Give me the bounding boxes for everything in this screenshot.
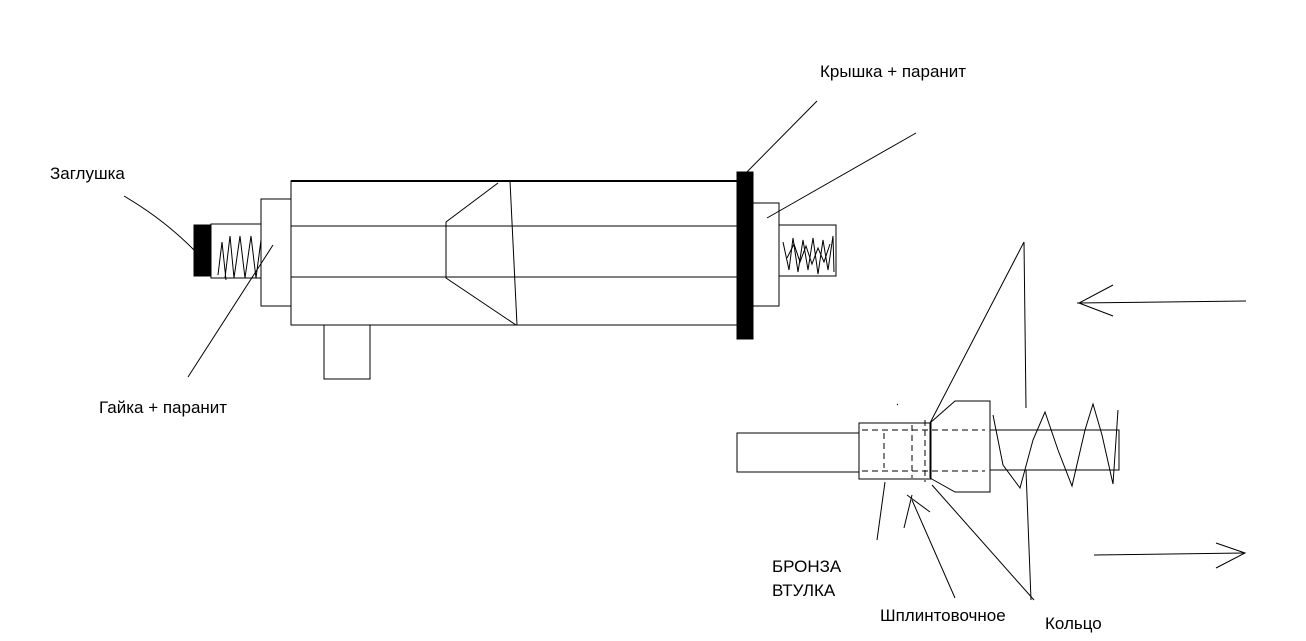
main-cylinder [290, 180, 740, 326]
label-cotter: Шплинтовочное [880, 606, 1006, 625]
leader-lines-main [123, 100, 917, 378]
label-plug: Заглушка [50, 164, 125, 183]
cover-gasket [736, 171, 754, 340]
leader-lines-detail [876, 241, 1035, 601]
label-bushing: ВТУЛКА [772, 581, 836, 600]
plug-cap [193, 224, 212, 277]
label-nut-paronite: Гайка + паранит [99, 398, 227, 417]
right-threaded-end [778, 224, 837, 277]
label-bronze: БРОНЗА [772, 557, 842, 576]
left-threaded-end [210, 223, 262, 281]
detail-shaft [736, 400, 1120, 493]
arrow-left-icon [1076, 284, 1247, 317]
left-nut [260, 198, 292, 307]
bottom-port [323, 324, 371, 380]
label-cover-paronite: Крышка + паранит [820, 62, 966, 81]
detail-spring [992, 402, 1119, 490]
right-flange [752, 202, 780, 307]
label-ring: Кольцо [1045, 614, 1102, 633]
arrow-right-icon [1093, 542, 1247, 569]
